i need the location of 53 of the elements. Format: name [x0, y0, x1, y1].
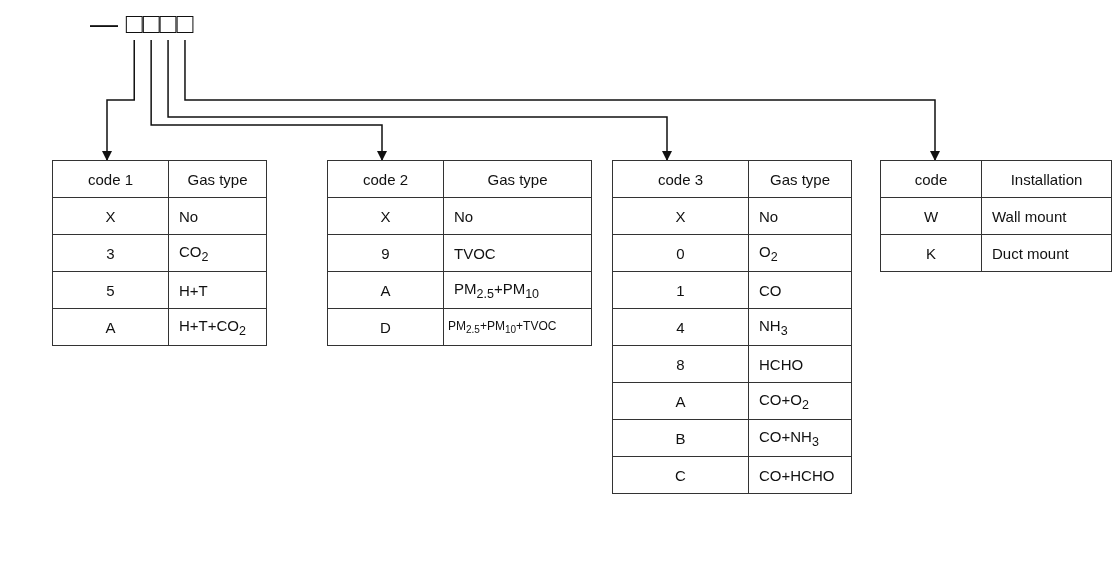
code-table [52, 160, 267, 346]
table-cell: CO+NH$_{3}$ [748, 419, 852, 457]
table-cell: 0 [612, 234, 749, 272]
arrow [102, 39, 135, 161]
table-cell: No [748, 197, 852, 235]
table-cell: K [880, 234, 982, 272]
table-cell: A [612, 382, 749, 420]
table-cell: CO [748, 271, 852, 309]
table-cell: Wall mount [981, 197, 1112, 235]
table-cell: TVOC [443, 234, 592, 272]
table-cell: HCHO [748, 345, 852, 383]
table-cell: NH$_{3}$ [748, 308, 852, 346]
arrow [167, 39, 672, 161]
table-cell: code 2 [327, 160, 444, 198]
table-cell: Gas type [168, 160, 267, 198]
table-cell: PM$_{2.5}$+PM$_{10}$+TVOC [443, 308, 592, 346]
table-cell: Gas type [748, 160, 852, 198]
table-cell: Installation [981, 160, 1112, 198]
table-cell: 3 [52, 234, 169, 272]
table-cell: No [443, 197, 592, 235]
code-table [880, 160, 1112, 272]
table-cell: H+T [168, 271, 267, 309]
table-cell: A [327, 271, 444, 309]
table-cell: 8 [612, 345, 749, 383]
table-cell: code 1 [52, 160, 169, 198]
table-cell: CO+HCHO [748, 456, 852, 494]
model-code-heading: — □□□□ [90, 8, 194, 40]
table-cell: 9 [327, 234, 444, 272]
arrow [184, 39, 940, 161]
arrow [150, 39, 387, 161]
table-cell: H+T+CO$_{2}$ [168, 308, 267, 346]
table-cell: C [612, 456, 749, 494]
table-cell: code [880, 160, 982, 198]
table-cell: O$_{2}$ [748, 234, 852, 272]
table-cell: CO+O$_{2}$ [748, 382, 852, 420]
table-cell: 4 [612, 308, 749, 346]
table-cell: PM$_{2.5}$+PM$_{10}$ [443, 271, 592, 309]
table-cell: Duct mount [981, 234, 1112, 272]
table-cell: X [52, 197, 169, 235]
table-cell: X [327, 197, 444, 235]
code-table [612, 160, 852, 494]
code-table [327, 160, 592, 346]
table-cell: CO$_{2}$ [168, 234, 267, 272]
table-cell: X [612, 197, 749, 235]
table-cell: A [52, 308, 169, 346]
table-cell: 1 [612, 271, 749, 309]
table-cell: 5 [52, 271, 169, 309]
table-cell: No [168, 197, 267, 235]
table-cell: W [880, 197, 982, 235]
table-cell: D [327, 308, 444, 346]
table-cell: code 3 [612, 160, 749, 198]
table-cell: B [612, 419, 749, 457]
table-cell: Gas type [443, 160, 592, 198]
